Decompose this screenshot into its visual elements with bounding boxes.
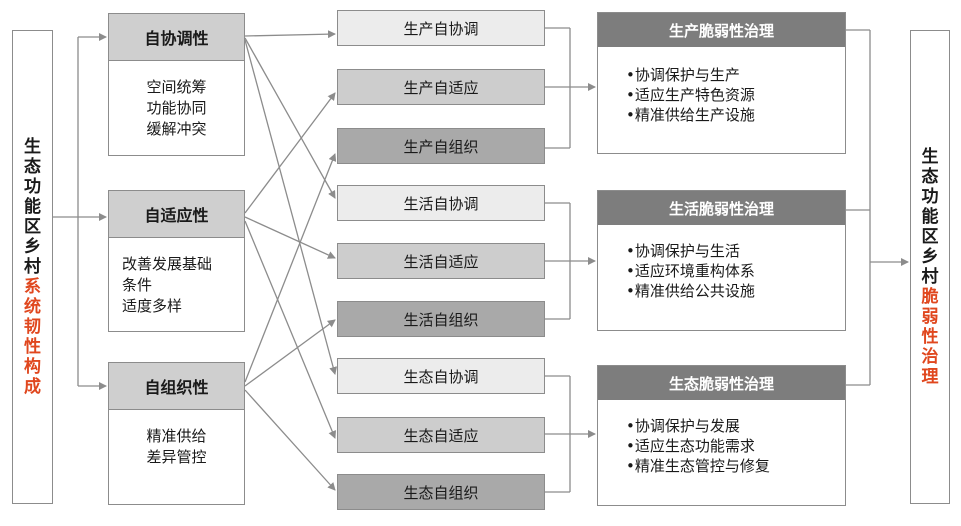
governance-item: •协调保护与生活 <box>626 242 740 260</box>
governance-item: •精准供给公共设施 <box>626 282 755 300</box>
left-title-char-accent: 性 <box>24 337 41 357</box>
right-title-char-accent: 治 <box>921 347 939 367</box>
dimension-item: 改善发展基础 <box>122 255 213 273</box>
sub-box-ecology-organization: 生态自组织 <box>337 474 545 510</box>
governance-box-production: 生产脆弱性治理 •协调保护与生产 •适应生产特色资源 •精准供给生产设施 <box>597 12 846 154</box>
governance-item: •适应生态功能需求 <box>626 437 755 455</box>
sub-box-production-adaptation: 生产自适应 <box>337 69 545 105</box>
governance-item: •协调保护与发展 <box>626 417 740 435</box>
left-title-char-accent: 系 <box>24 277 41 297</box>
right-title-char: 能 <box>921 207 939 227</box>
right-title-char: 区 <box>921 227 939 247</box>
dimension-box-adaptation: 自适应性 改善发展基础 条件 适度多样 <box>108 190 245 332</box>
right-title-char: 村 <box>921 267 939 287</box>
right-title-char-accent: 脆 <box>921 287 939 307</box>
governance-box-ecology: 生态脆弱性治理 •协调保护与发展 •适应生态功能需求 •精准生态管控与修复 <box>597 365 846 506</box>
right-title-char-accent: 性 <box>921 327 939 347</box>
dimension-box-coordination: 自协调性 空间统筹 功能协同 缓解冲突 <box>108 13 245 156</box>
sub-box-ecology-adaptation: 生态自适应 <box>337 417 545 453</box>
dimension-item: 空间统筹 <box>146 78 207 96</box>
governance-title: 生活脆弱性治理 <box>598 191 845 225</box>
governance-item: •适应生产特色资源 <box>626 86 755 104</box>
left-title-char: 区 <box>24 217 41 237</box>
governance-item: •精准生态管控与修复 <box>626 457 770 475</box>
left-title-char: 乡 <box>24 237 41 257</box>
left-title-char-accent: 统 <box>24 297 41 317</box>
governance-item: •协调保护与生产 <box>626 66 740 84</box>
dimension-item: 精准供给 <box>146 427 207 445</box>
governance-title: 生态脆弱性治理 <box>598 366 845 400</box>
left-title-char: 能 <box>24 197 41 217</box>
dimension-item: 适度多样 <box>122 297 183 315</box>
left-title-char: 态 <box>24 157 41 177</box>
sub-box-production-coordination: 生产自协调 <box>337 10 545 46</box>
dimension-title: 自适应性 <box>109 191 244 238</box>
right-title-char-accent: 理 <box>921 367 939 387</box>
dimension-item: 差异管控 <box>146 448 207 466</box>
left-title-box: 生 态 功 能 区 乡 村 系 统 韧 性 构 成 <box>12 30 53 504</box>
sub-box-living-coordination: 生活自协调 <box>337 185 545 221</box>
left-title-char: 生 <box>24 137 41 157</box>
governance-item: •适应环境重构体系 <box>626 262 755 280</box>
sub-box-ecology-coordination: 生态自协调 <box>337 358 545 394</box>
left-title-char: 村 <box>24 257 41 277</box>
governance-item: •精准供给生产设施 <box>626 106 755 124</box>
right-title-box: 生 态 功 能 区 乡 村 脆 弱 性 治 理 <box>910 30 950 504</box>
right-title-char: 生 <box>921 147 939 167</box>
dimension-title: 自协调性 <box>109 14 244 61</box>
sub-box-living-organization: 生活自组织 <box>337 301 545 337</box>
sub-box-living-adaptation: 生活自适应 <box>337 243 545 279</box>
right-title-char-accent: 弱 <box>921 307 939 327</box>
dimension-item: 缓解冲突 <box>146 120 207 138</box>
right-title-char: 态 <box>921 167 939 187</box>
governance-title: 生产脆弱性治理 <box>598 13 845 47</box>
dimension-item: 功能协同 <box>146 99 207 117</box>
left-title-char-accent: 韧 <box>24 317 41 337</box>
dimension-box-organization: 自组织性 精准供给 差异管控 <box>108 362 245 505</box>
dimension-item: 条件 <box>122 276 153 294</box>
sub-box-production-organization: 生产自组织 <box>337 128 545 164</box>
right-title-char: 乡 <box>921 247 939 267</box>
right-title-char: 功 <box>921 187 939 207</box>
left-title-char: 功 <box>24 177 41 197</box>
left-title-char-accent: 成 <box>24 377 41 397</box>
left-title-char-accent: 构 <box>24 357 41 377</box>
dimension-title: 自组织性 <box>109 363 244 410</box>
governance-box-living: 生活脆弱性治理 •协调保护与生活 •适应环境重构体系 •精准供给公共设施 <box>597 190 846 331</box>
